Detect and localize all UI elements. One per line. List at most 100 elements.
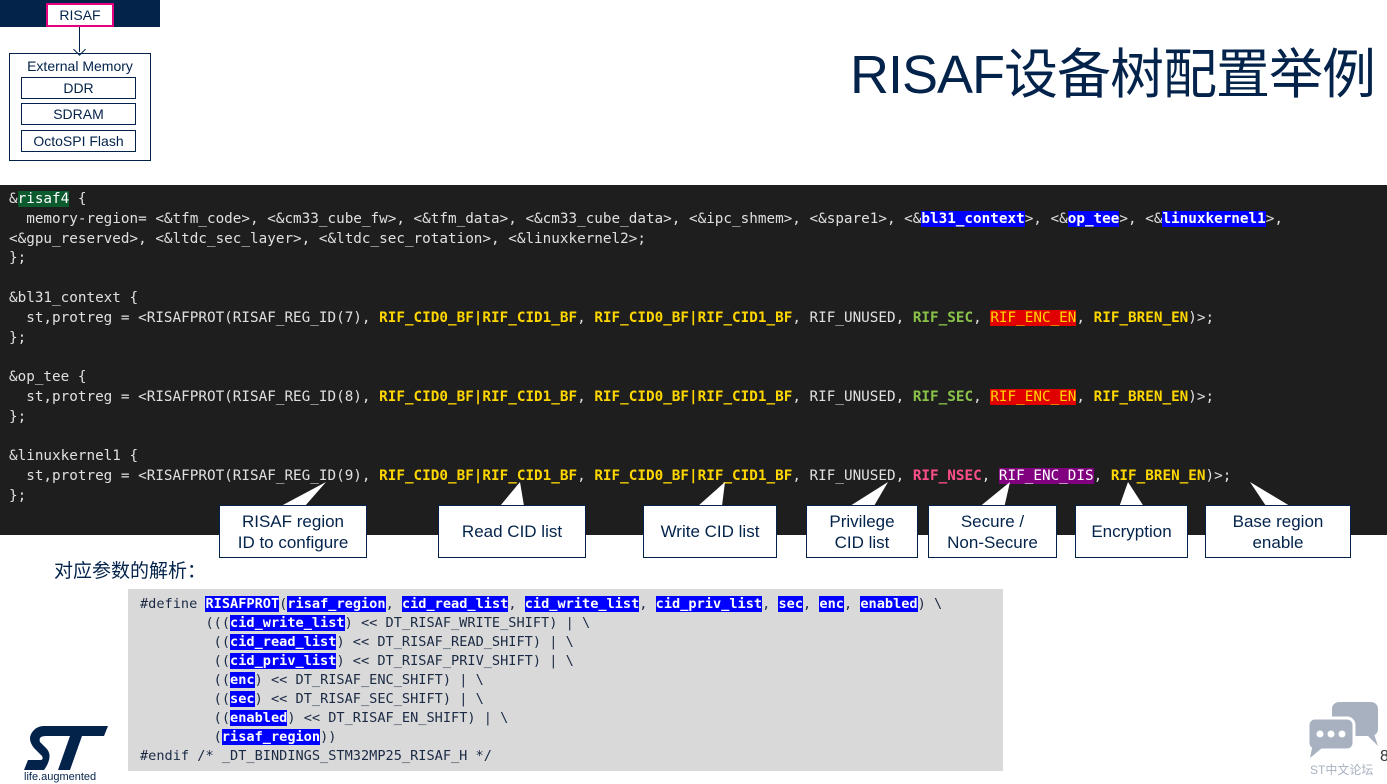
code-token: >, <box>1265 210 1283 227</box>
code-line: }; <box>9 487 1387 507</box>
code-token: }; <box>9 250 27 267</box>
code-token: , <box>577 468 595 485</box>
code-token: cid_read_list <box>401 596 509 612</box>
code-token: ) \ <box>917 596 943 612</box>
code-line: ((enc) << DT_RISAF_ENC_SHIFT) | \ <box>140 671 1003 690</box>
code-token: , <box>803 596 820 612</box>
code-token: ) << DT_RISAF_SEC_SHIFT) | \ <box>254 691 484 707</box>
page-title: RISAF设备树配置举例 <box>849 45 1376 105</box>
callout-pointer <box>698 482 725 506</box>
code-token: , RIF_UNUSED, <box>792 388 913 405</box>
code-line: (risaf_region)) <box>140 728 1003 747</box>
code-token: ) << DT_RISAF_READ_SHIFT) | \ <box>336 634 574 650</box>
code-token: cid_write_list <box>230 615 345 631</box>
code-token: , <box>973 309 991 326</box>
code-line: st,protreg = <RISAFPROT(RISAF_REG_ID(8),… <box>9 388 1387 408</box>
code-token: (( <box>140 672 231 688</box>
code-token: }; <box>9 408 27 425</box>
code-token: enabled <box>860 596 918 612</box>
subtitle: 对应参数的解析： <box>54 561 207 582</box>
code-token: (( <box>140 710 231 726</box>
code-token: cid_read_list <box>230 634 337 650</box>
code-line <box>9 348 1387 368</box>
forum-chat-icon <box>1306 702 1378 758</box>
arrow-line <box>79 27 80 52</box>
code-token: &bl31_context { <box>9 289 139 306</box>
watermark-text: ST中文论坛 <box>1310 763 1374 777</box>
code-token: , <box>762 596 779 612</box>
code-token: enc <box>230 672 255 688</box>
code-token: ) << DT_RISAF_EN_SHIFT) | \ <box>287 710 509 726</box>
code-token: linuxkernel1 <box>1162 210 1266 227</box>
code-line: &bl31_context { <box>9 289 1387 309</box>
code-line <box>9 269 1387 289</box>
callout-pointer <box>980 482 1010 506</box>
code-token: )>; <box>1205 468 1232 485</box>
memory-octospi: OctoSPI Flash <box>21 130 136 152</box>
page-number: 8 <box>1380 748 1387 765</box>
code-line: ((cid_priv_list) << DT_RISAF_PRIV_SHIFT)… <box>140 652 1003 671</box>
code-token: bl31_context <box>921 210 1025 227</box>
code-token: risaf4 <box>17 191 70 207</box>
code-token: cid_priv_list <box>230 653 337 669</box>
code-line: ((cid_read_list) << DT_RISAF_READ_SHIFT)… <box>140 633 1003 652</box>
code-token: (( <box>140 691 231 707</box>
code-line: }; <box>9 329 1387 349</box>
code-token: op_tee <box>1067 210 1120 227</box>
code-line: st,protreg = <RISAFPROT(RISAF_REG_ID(9),… <box>9 467 1387 487</box>
callout-pointer <box>1250 482 1290 506</box>
code-token: ( <box>279 596 288 612</box>
code-token: RIF_CID0_BF|RIF_CID1_BF <box>379 309 578 326</box>
st-logo <box>24 726 108 770</box>
code-token: &op_tee { <box>9 369 87 386</box>
code-token: )>; <box>1188 388 1215 405</box>
external-memory-label: External Memory <box>27 58 133 74</box>
code-token: RIF_CID0_BF|RIF_CID1_BF <box>379 468 578 485</box>
code-token: { <box>69 191 87 207</box>
code-line: <&gpu_reserved>, <&ltdc_sec_layer>, <&lt… <box>9 230 1387 250</box>
code-token: memory-region= <&tfm_code>, <&cm33_cube_… <box>9 210 922 227</box>
code-token: st,protreg = <RISAFPROT(RISAF_REG_ID(8), <box>9 388 380 405</box>
callout-encryption: Encryption <box>1075 505 1188 558</box>
code-line: st,protreg = <RISAFPROT(RISAF_REG_ID(7),… <box>9 309 1387 329</box>
code-token: ) << DT_RISAF_ENC_SHIFT) | \ <box>254 672 484 688</box>
code-line: }; <box>9 408 1387 428</box>
code-token: RIF_ENC_EN <box>990 388 1077 405</box>
macro-definition: #define RISAFPROT(risaf_region, cid_read… <box>128 589 1003 771</box>
code-token: ((( <box>140 615 231 631</box>
code-token: , <box>385 596 402 612</box>
code-token: sec <box>230 691 255 707</box>
code-line: &linuxkernel1 { <box>9 447 1387 467</box>
code-token: cid_write_list <box>524 596 640 612</box>
callout-write-cid: Write CID list <box>643 505 777 558</box>
code-token: RIF_SEC <box>912 309 974 326</box>
callout-priv-cid: Privilege CID list <box>806 505 918 558</box>
code-token: , <box>1076 388 1094 405</box>
code-token: RIF_ENC_DIS <box>998 468 1094 485</box>
code-token: , <box>577 388 595 405</box>
code-line: memory-region= <&tfm_code>, <&cm33_cube_… <box>9 210 1387 230</box>
code-token: enc <box>819 596 844 612</box>
callout-pointer <box>850 482 888 506</box>
code-token: RIF_NSEC <box>912 468 982 485</box>
code-token: , <box>981 468 999 485</box>
code-token: }; <box>9 329 27 346</box>
code-token: RIF_CID0_BF|RIF_CID1_BF <box>594 468 793 485</box>
code-token: , RIF_UNUSED, <box>792 468 913 485</box>
code-token: )>; <box>1188 309 1215 326</box>
code-token: , <box>1076 309 1094 326</box>
code-line: #endif /* _DT_BINDINGS_STM32MP25_RISAF_H… <box>140 747 1003 766</box>
code-token: enabled <box>230 710 288 726</box>
callout-pointer <box>281 482 326 506</box>
memory-ddr: DDR <box>21 77 136 99</box>
code-token: risaf_region <box>221 729 321 745</box>
callout-pointer <box>1119 482 1144 506</box>
code-token: ) << DT_RISAF_WRITE_SHIFT) | \ <box>344 615 591 631</box>
code-line: (((cid_write_list) << DT_RISAF_WRITE_SHI… <box>140 614 1003 633</box>
callout-base-region: Base region enable <box>1205 505 1351 558</box>
logo-tagline: life.augmented <box>24 771 97 783</box>
code-token: RIF_BREN_EN <box>1110 468 1206 485</box>
callout-pointer <box>500 482 524 506</box>
code-token: <&gpu_reserved>, <&ltdc_sec_layer>, <&lt… <box>9 230 646 247</box>
code-token: , <box>973 388 991 405</box>
